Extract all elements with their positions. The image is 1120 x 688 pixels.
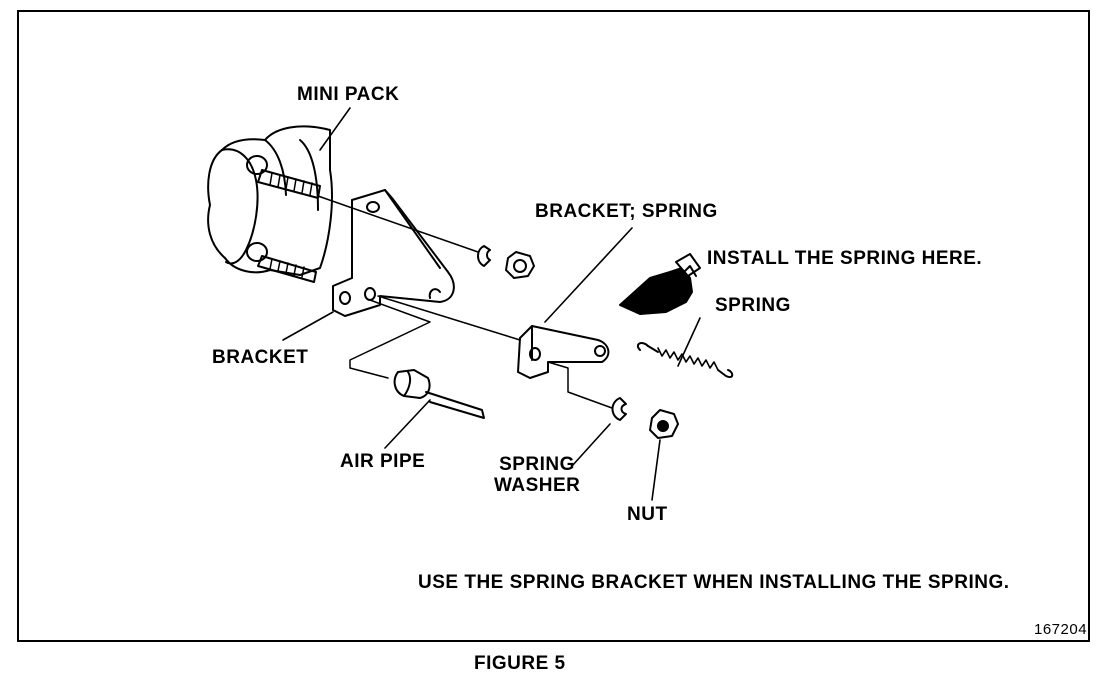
figure-caption: FIGURE 5 [474, 653, 566, 674]
spring-bracket-line [547, 361, 613, 409]
spring-illustration [636, 342, 734, 379]
lower-spring-washer [611, 397, 627, 421]
label-install-spring-here: INSTALL THE SPRING HERE. [707, 248, 983, 269]
upper-bolt-line [317, 195, 479, 253]
label-spring: SPRING [715, 295, 791, 316]
spring-bracket [517, 325, 610, 379]
label-mini-pack: MINI PACK [297, 84, 400, 105]
figure-id-number: 167204 [1034, 621, 1088, 638]
figure-frame [17, 10, 1090, 642]
lower-bolt-line [377, 295, 521, 341]
bolt-upper [257, 169, 321, 199]
mini-pack-illustration [207, 125, 333, 276]
label-spring-washer-line1: SPRING [499, 454, 575, 475]
lower-nut [649, 409, 679, 439]
label-bracket-spring: BRACKET; SPRING [535, 201, 718, 222]
label-spring-washer-line2: WASHER [494, 475, 581, 496]
air-pipe-guide-line [349, 299, 431, 379]
air-pipe [393, 369, 485, 419]
label-air-pipe: AIR PIPE [340, 451, 426, 472]
pointing-hand-icon [619, 253, 701, 315]
upper-nut [505, 251, 535, 279]
label-nut: NUT [627, 504, 668, 525]
label-bracket: BRACKET [212, 347, 309, 368]
leader-lines [282, 107, 701, 501]
upper-spring-washer [477, 245, 491, 267]
installation-note: USE THE SPRING BRACKET WHEN INSTALLING T… [418, 572, 1010, 593]
main-bracket [332, 189, 455, 317]
bolt-lower [257, 255, 317, 283]
